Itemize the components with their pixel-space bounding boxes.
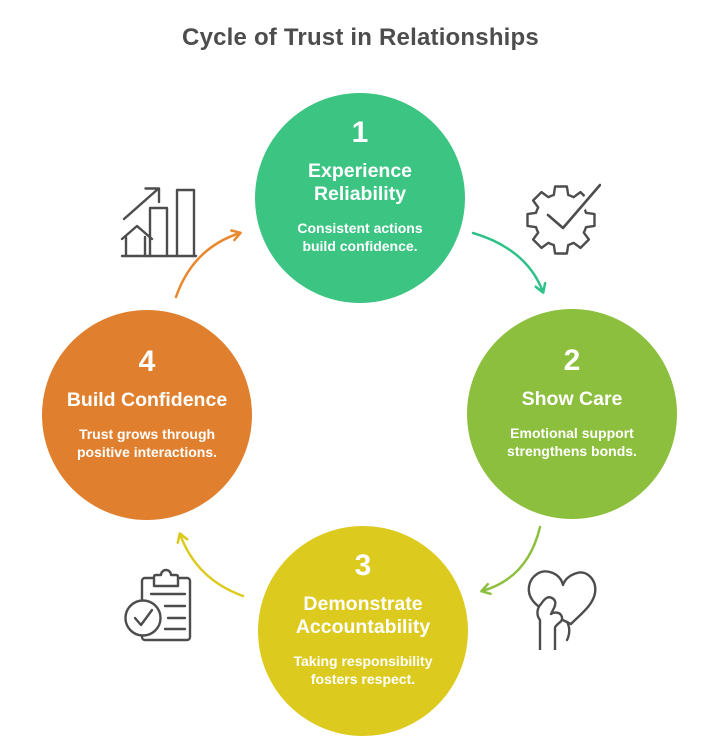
step-circle-4: 4 Build Confidence Trust grows through p… [42,310,252,520]
step-number: 3 [354,549,372,583]
step-description: Taking responsibility fosters respect. [293,653,433,688]
step-description: Trust grows through positive interaction… [76,426,218,461]
step-description: Emotional support strengthens bonds. [507,425,637,460]
step-title: Show Care [521,387,623,410]
arrow-step4-to-step1 [174,229,242,299]
step-circle-2: 2 Show Care Emotional support strengthen… [467,309,677,519]
step-number: 1 [351,116,369,150]
step-number: 2 [563,343,581,377]
page-title: Cycle of Trust in Relationships [182,24,539,51]
step-title: Demonstrate Accountability [295,593,431,638]
gear-check-icon [521,180,601,260]
step-title: Experience Reliability [307,160,413,205]
step-circle-1: 1 Experience Reliability Consistent acti… [255,93,465,303]
clipboard-check-icon [115,565,205,650]
arrow-step3-to-step4 [176,532,245,598]
step-number: 4 [138,344,156,378]
step-title: Build Confidence [66,388,228,411]
growth-chart-icon [112,175,207,265]
step-circle-3: 3 Demonstrate Accountability Taking resp… [258,526,468,736]
step-description: Consistent actions build confidence. [297,220,423,255]
hand-heart-icon [515,560,615,650]
arrow-step2-to-step3 [480,525,542,596]
arrow-step1-to-step2 [471,231,547,294]
